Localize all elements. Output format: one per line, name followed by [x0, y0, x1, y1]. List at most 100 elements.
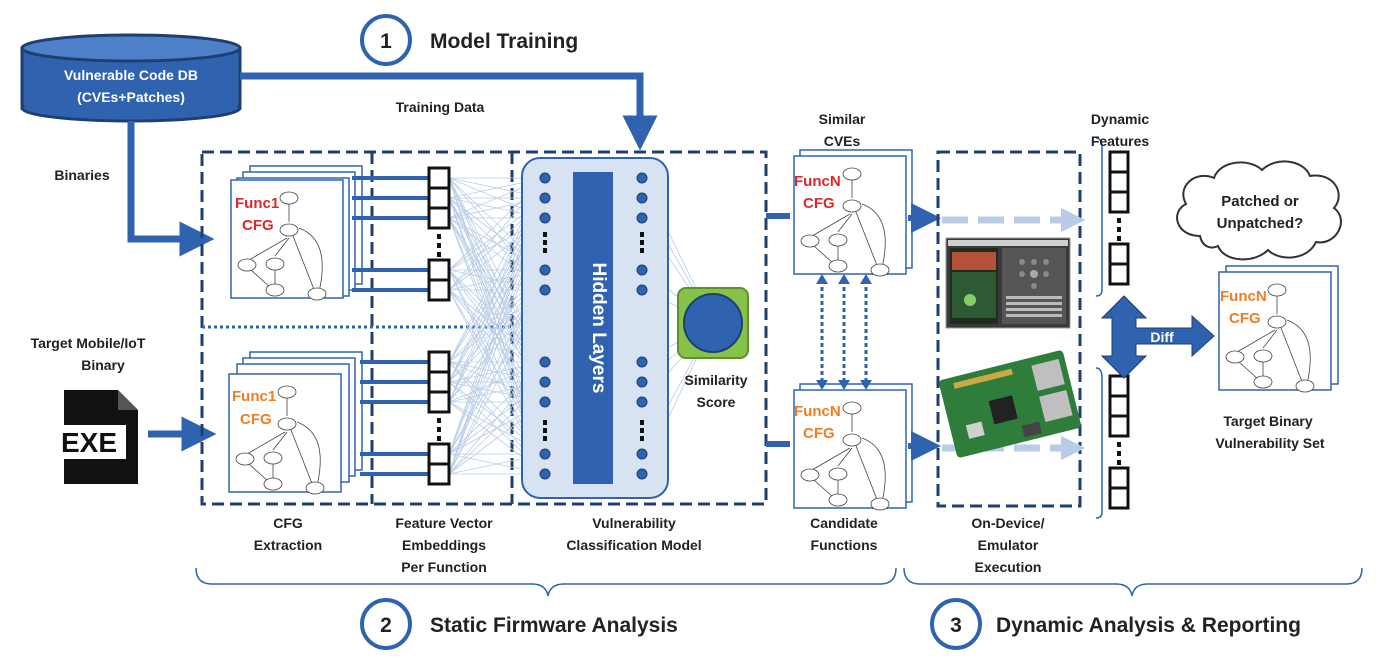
- exe-file-icon: EXE: [52, 390, 138, 484]
- cfg-card-5-name: FuncN: [1220, 288, 1267, 305]
- training-data-label: Training Data: [396, 99, 485, 115]
- cfg-card-2-sub: CFG: [240, 411, 272, 428]
- classification-model: Hidden Layers: [521, 157, 669, 499]
- cfg-card-5-sub: CFG: [1229, 310, 1261, 327]
- db-line-2: (CVEs+Patches): [77, 89, 185, 105]
- similarity-line-2: Score: [697, 394, 736, 410]
- network-node: [539, 212, 551, 224]
- network-node: [636, 448, 648, 460]
- feature-vector-bottom: [427, 350, 451, 486]
- step-3-circle: [930, 598, 982, 650]
- caption-model-1: Vulnerability: [592, 515, 676, 531]
- db-line-1: Vulnerable Code DB: [64, 67, 198, 83]
- patched-cloud: Patched or Unpatched?: [1176, 160, 1342, 261]
- caption-cfg-1: CFG: [273, 515, 303, 531]
- network-node: [539, 448, 551, 460]
- caption-cfg-2: Extraction: [254, 537, 322, 553]
- step-3-number: 3: [950, 614, 962, 637]
- caption-device-2: Emulator: [978, 537, 1039, 553]
- emulator-screenshot: [945, 237, 1071, 329]
- cloud-line-2: Unpatched?: [1217, 215, 1304, 232]
- similarity-score: Similarity Score: [677, 287, 749, 410]
- step-2-circle: [360, 598, 412, 650]
- similar-cves: Similar CVEs FuncN CFG: [793, 111, 913, 277]
- cfg-card-3-sub: CFG: [803, 195, 835, 212]
- similar-cves-line-1: Similar: [819, 111, 866, 127]
- network-node: [636, 356, 648, 368]
- raspberry-pi-board: [939, 350, 1081, 458]
- network-node: [539, 264, 551, 276]
- feature-vector-top-ellipsis: [437, 234, 441, 257]
- feature-vector-bottom-ellipsis: [437, 418, 441, 441]
- cloud-line-1: Patched or: [1221, 193, 1299, 210]
- target-vuln-line-1: Target Binary: [1223, 413, 1312, 429]
- network-node: [636, 376, 648, 388]
- network-node: [539, 396, 551, 408]
- caption-fv-1: Feature Vector: [395, 515, 493, 531]
- stage-braces: [195, 567, 1363, 597]
- caption-candidate-1: Candidate: [810, 515, 878, 531]
- cfg-to-vector-lines: [352, 176, 428, 476]
- dynamic-feature-vector-bottom: [1108, 374, 1130, 510]
- dynamic-features-line-1: Dynamic: [1091, 111, 1150, 127]
- dynamic-feature-vector-top: [1108, 150, 1130, 286]
- step-3-title: Dynamic Analysis & Reporting: [996, 614, 1301, 637]
- dynamic-execution-frame: [936, 150, 1082, 508]
- network-node: [539, 376, 551, 388]
- exe-label: EXE: [61, 427, 117, 458]
- step-2-header: 2 Static Firmware Analysis: [360, 598, 678, 650]
- network-node: [636, 396, 648, 408]
- cfg-card-1-sub: CFG: [242, 217, 274, 234]
- cfg-stack-bottom: Func1 CFG: [228, 351, 363, 495]
- vulnerable-code-db: Vulnerable Code DB (CVEs+Patches): [20, 33, 242, 123]
- dynamic-feature-ellipsis: [1117, 218, 1121, 465]
- feature-vector-top: [427, 166, 451, 302]
- similarity-line-1: Similarity: [684, 372, 747, 388]
- dynamic-features-line-2: Features: [1091, 133, 1150, 149]
- dynamic-features-label: Dynamic Features: [1091, 111, 1150, 149]
- network-node: [636, 264, 648, 276]
- candidate-functions: FuncN CFG: [793, 383, 913, 511]
- caption-candidate-2: Functions: [811, 537, 878, 553]
- step-3-header: 3 Dynamic Analysis & Reporting: [930, 598, 1301, 650]
- cfg-card-4-sub: CFG: [803, 425, 835, 442]
- comparison-arrows: [820, 280, 868, 384]
- step-1-title: Model Training: [430, 30, 578, 53]
- caption-fv-2: Embeddings: [402, 537, 486, 553]
- network-node: [636, 172, 648, 184]
- diff-label: Diff: [1150, 329, 1174, 345]
- diff-arrow: Diff: [1100, 295, 1215, 379]
- step-2-number: 2: [380, 614, 392, 637]
- caption-model-2: Classification Model: [566, 537, 701, 553]
- network-node: [636, 192, 648, 204]
- step-2-title: Static Firmware Analysis: [430, 614, 678, 637]
- network-ellipsis: [543, 232, 644, 441]
- cfg-card-3-name: FuncN: [794, 173, 841, 190]
- network-node: [539, 192, 551, 204]
- step-1-number: 1: [380, 30, 392, 53]
- comparison-arrow-heads: [816, 274, 872, 390]
- hidden-layers-label: Hidden Layers: [588, 263, 609, 394]
- similar-cves-line-2: CVEs: [824, 133, 861, 149]
- cfg-card-2-name: Func1: [232, 388, 276, 405]
- dynamic-feature-brackets: [1095, 137, 1103, 519]
- network-node: [539, 284, 551, 296]
- network-node: [539, 356, 551, 368]
- network-node: [636, 284, 648, 296]
- cfg-card-1-name: Func1: [235, 195, 279, 212]
- network-nodes: [539, 172, 648, 480]
- caption-device-1: On-Device/: [971, 515, 1044, 531]
- cfg-stack-top: Func1 CFG: [230, 165, 363, 301]
- target-vuln-line-2: Vulnerability Set: [1215, 435, 1325, 451]
- binaries-label: Binaries: [54, 167, 109, 183]
- target-binary-line-2: Binary: [81, 357, 125, 373]
- target-binary: Target Mobile/IoT Binary: [31, 335, 146, 373]
- cfg-card-4-name: FuncN: [794, 403, 841, 420]
- caption-device-3: Execution: [975, 559, 1042, 575]
- step-1-circle: [360, 14, 412, 66]
- target-binary-line-1: Target Mobile/IoT: [31, 335, 146, 351]
- network-node: [539, 172, 551, 184]
- step-1-header: 1 Model Training: [360, 14, 578, 66]
- binaries-arrow: Binaries: [54, 121, 215, 257]
